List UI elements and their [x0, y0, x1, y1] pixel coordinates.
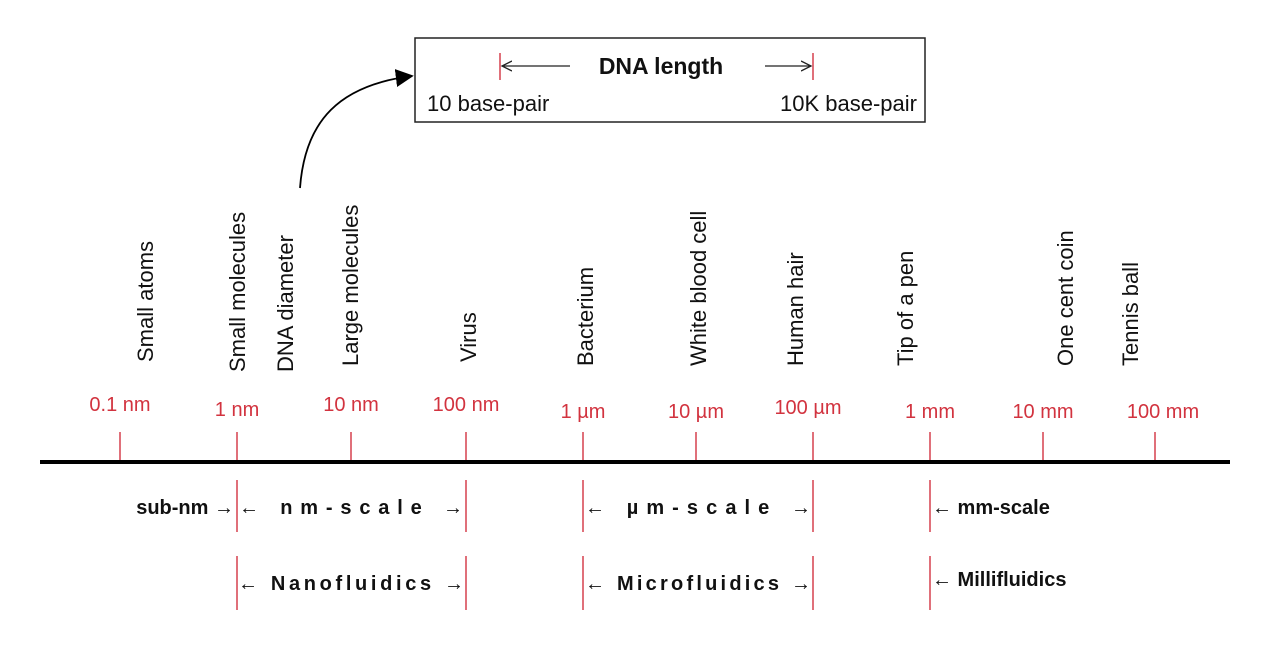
object-label: Small atoms	[133, 241, 158, 362]
fluidics-labels: ← Nanofluidics → ← Microfluidics → ← Mil…	[238, 569, 1066, 595]
um-scale-label: ← µm-scale →	[585, 497, 811, 519]
boundary-markers	[236, 480, 931, 610]
object-label: Small molecules	[225, 212, 250, 372]
tick-label: 0.1 nm	[89, 394, 150, 416]
dna-diameter-to-length-arrow	[299, 69, 414, 189]
object-label: DNA diameter	[273, 235, 298, 372]
object-label: White blood cell	[686, 211, 711, 366]
dna-right-label: 10K base-pair	[780, 91, 917, 116]
object-label: Human hair	[783, 252, 808, 366]
tick-label: 1 mm	[905, 401, 955, 423]
object-label: Tennis ball	[1118, 262, 1143, 366]
object-label: Large molecules	[338, 205, 363, 366]
tick-label: 1 nm	[215, 399, 259, 421]
tick-marks	[119, 432, 1156, 462]
object-label: Bacterium	[573, 267, 598, 366]
tick-label: 100 µm	[774, 397, 841, 419]
dna-left-label: 10 base-pair	[427, 91, 549, 116]
mm-scale-label: ← mm-scale	[932, 497, 1050, 519]
tick-label: 10 nm	[323, 394, 379, 416]
sub-nm-label: sub-nm →	[136, 497, 234, 519]
millifluidics-label: ← Millifluidics	[932, 569, 1066, 591]
tick-labels: 0.1 nm 1 nm 10 nm 100 nm 1 µm 10 µm 100 …	[89, 394, 1199, 423]
object-label: One cent coin	[1053, 230, 1078, 366]
tick-label: 1 µm	[561, 401, 606, 423]
tick-label: 10 µm	[668, 401, 724, 423]
object-labels: Small atoms Small molecules DNA diameter…	[133, 205, 1143, 372]
scale-labels: sub-nm → ← nm-scale → ← µm-scale → ← mm-…	[136, 497, 1050, 519]
tick-label: 100 mm	[1127, 401, 1199, 423]
nm-scale-label: ← nm-scale →	[239, 497, 463, 519]
dna-length-box: DNA length 10 base-pair 10K base-pair	[414, 37, 926, 123]
object-label: Virus	[456, 312, 481, 362]
tick-label: 100 nm	[433, 394, 500, 416]
microfluidics-label: ← Microfluidics →	[585, 573, 811, 595]
nanofluidics-label: ← Nanofluidics →	[238, 573, 464, 595]
tick-label: 10 mm	[1012, 401, 1073, 423]
object-label: Tip of a pen	[893, 251, 918, 366]
dna-length-title: DNA length	[599, 53, 723, 79]
